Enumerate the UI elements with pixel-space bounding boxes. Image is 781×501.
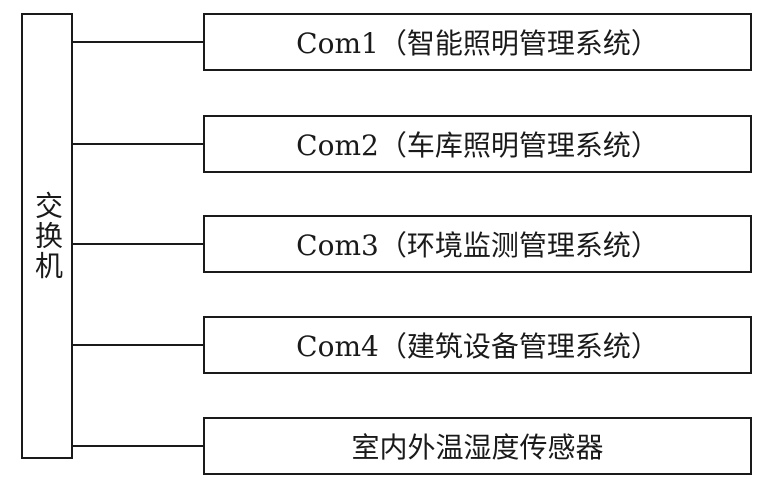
switch-label: 交换机 [31, 191, 64, 281]
connector-line-com3 [73, 243, 203, 245]
system-box-com2: Com2（车库照明管理系统） [203, 115, 752, 173]
switch-box: 交换机 [21, 13, 73, 459]
connector-line-com1 [73, 41, 203, 43]
connector-line-com4 [73, 344, 203, 346]
connector-line-com2 [73, 143, 203, 145]
system-box-com1: Com1（智能照明管理系统） [203, 13, 752, 71]
connector-line-sensor [73, 445, 203, 447]
system-box-sensor: 室内外温湿度传感器 [203, 417, 752, 475]
system-box-com4: Com4（建筑设备管理系统） [203, 316, 752, 374]
system-box-com3: Com3（环境监测管理系统） [203, 215, 752, 273]
